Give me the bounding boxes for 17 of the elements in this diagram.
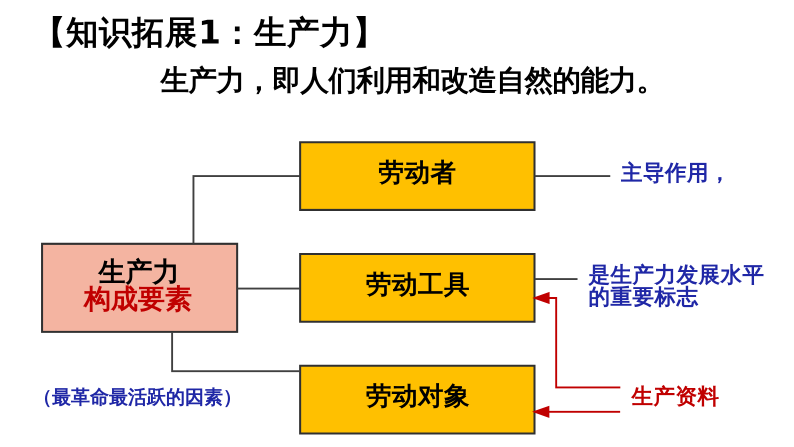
label: 生产力，即人们利用和改造自然的能力。 — [160, 64, 665, 97]
connector — [192, 175, 300, 244]
connector — [534, 278, 578, 280]
connector — [238, 288, 300, 290]
arrow — [532, 292, 620, 388]
node-box: 劳动对象 — [299, 364, 536, 434]
connector — [534, 175, 610, 178]
label: （最革命最活跃的因素） — [33, 386, 242, 408]
node-text: 生产资料 — [631, 384, 720, 410]
node-box: 劳动者 — [299, 141, 536, 211]
diagram-title: 【知识拓展1：生产力】 — [33, 14, 386, 52]
arrow — [532, 406, 620, 418]
node-text: 主导作用， — [621, 160, 732, 186]
node-box: 劳动工具 — [299, 252, 536, 323]
connector — [171, 332, 300, 372]
node-box: 生产力 构成要素 — [41, 242, 238, 333]
node-text: 是生产力发展水平的重要标志 — [588, 263, 765, 310]
